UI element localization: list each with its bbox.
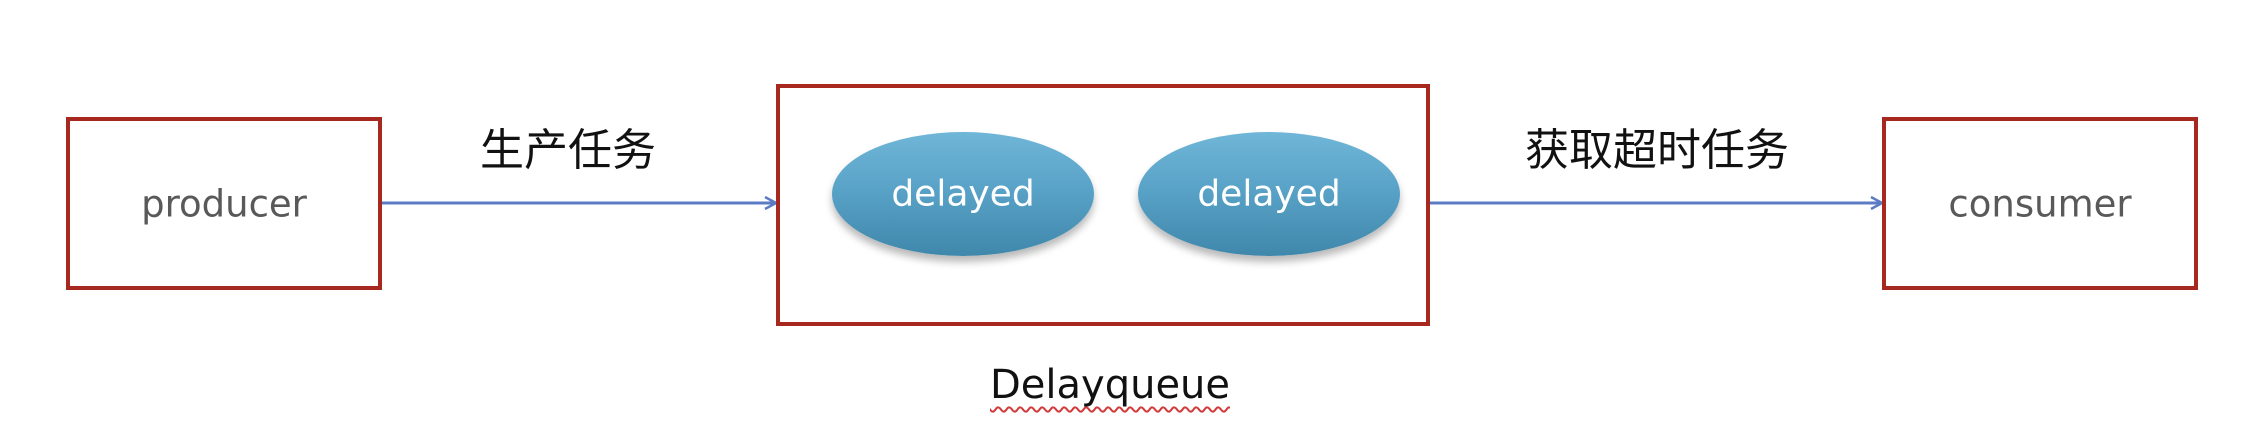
delayed-item-1-label: delayed xyxy=(891,173,1035,215)
producer-label: producer xyxy=(141,182,307,225)
consume-edge-label: 获取超时任务 xyxy=(1525,125,1789,176)
producer-box: producer xyxy=(66,117,382,290)
delayed-item-2-label: delayed xyxy=(1197,173,1341,215)
consumer-box: consumer xyxy=(1882,117,2198,290)
delayqueue-caption: Delayqueue xyxy=(990,362,1231,408)
consumer-label: consumer xyxy=(1948,182,2132,225)
delayed-item-2: delayed xyxy=(1138,132,1400,256)
delayed-item-1: delayed xyxy=(832,132,1094,256)
delayqueue-box: delayed delayed xyxy=(776,84,1430,326)
produce-edge-label: 生产任务 xyxy=(480,125,656,176)
